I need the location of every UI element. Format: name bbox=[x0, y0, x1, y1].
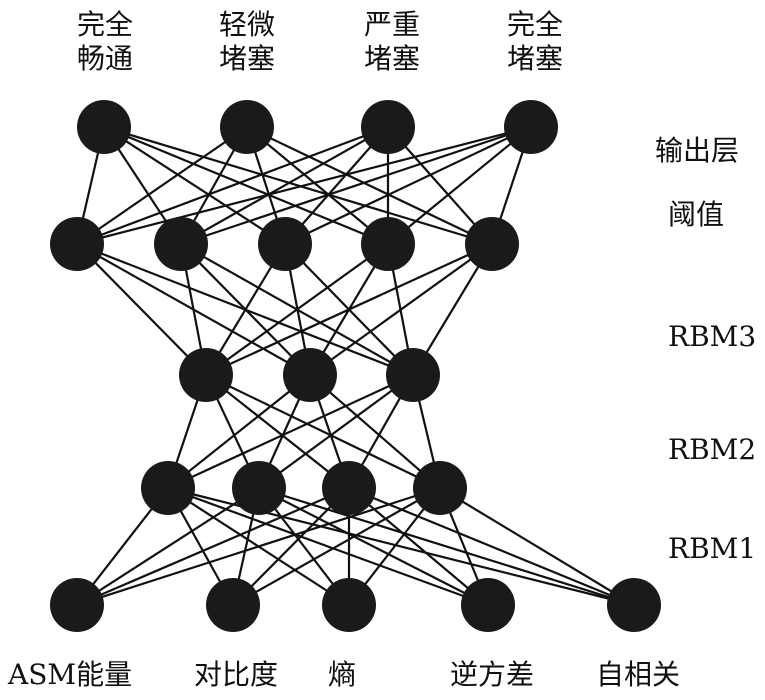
input-label-inverse-variance: 逆方差 bbox=[450, 658, 535, 691]
edge-threshold-5-to-rbm3-2 bbox=[309, 243, 493, 376]
output-label-3-line2: 堵塞 bbox=[363, 42, 420, 75]
output-node-4 bbox=[504, 100, 558, 154]
rbm3-node-2 bbox=[283, 348, 337, 402]
edge-output-2-to-threshold-4 bbox=[246, 126, 389, 245]
output-label-4-line1: 完全 bbox=[506, 8, 563, 41]
output-label-3-line1: 严重 bbox=[363, 8, 420, 41]
rbm2-node-2 bbox=[232, 461, 286, 515]
edge-rbm2-1-to-input-4 bbox=[167, 486, 489, 607]
rbm3-node-1 bbox=[179, 348, 233, 402]
side-label-threshold: 阈值 bbox=[668, 198, 725, 231]
edge-rbm2-4-to-input-5 bbox=[439, 487, 635, 606]
output-node-2 bbox=[220, 100, 274, 154]
edge-rbm2-2-to-input-4 bbox=[258, 487, 489, 606]
edge-rbm2-2-to-input-1 bbox=[76, 487, 260, 606]
output-label-3: 严重 堵塞 bbox=[342, 8, 442, 76]
edge-output-2-to-threshold-1 bbox=[76, 126, 248, 245]
network-edges bbox=[75, 125, 635, 607]
edge-output-1-to-threshold-4 bbox=[103, 125, 389, 246]
output-label-1-line1: 完全 bbox=[76, 8, 133, 41]
threshold-node-3 bbox=[258, 217, 312, 271]
input-label-entropy: 熵 bbox=[328, 658, 357, 691]
edge-rbm2-3-to-input-5 bbox=[348, 486, 635, 607]
edge-rbm3-1-to-rbm2-3 bbox=[205, 374, 350, 489]
edge-rbm3-2-to-rbm2-1 bbox=[167, 374, 311, 489]
side-label-rbm3: RBM3 bbox=[668, 320, 757, 353]
edge-output-1-to-threshold-5 bbox=[103, 125, 493, 246]
rbm2-node-1 bbox=[141, 461, 195, 515]
edge-output-3-to-threshold-2 bbox=[180, 126, 389, 245]
edge-threshold-5-to-rbm3-1 bbox=[205, 242, 493, 377]
input-label-contrast: 对比度 bbox=[194, 658, 279, 691]
edge-rbm3-1-to-rbm2-4 bbox=[205, 374, 441, 489]
input-label-autocorrelation: 自相关 bbox=[596, 658, 681, 691]
input-node-3 bbox=[322, 578, 376, 632]
rbm2-node-3 bbox=[322, 461, 376, 515]
edge-output-1-to-threshold-3 bbox=[103, 126, 286, 245]
edge-rbm3-3-to-rbm2-2 bbox=[258, 374, 414, 489]
side-label-output-layer: 输出层 bbox=[655, 134, 740, 167]
output-label-2: 轻微 堵塞 bbox=[197, 8, 297, 76]
edge-rbm2-4-to-input-2 bbox=[232, 487, 441, 606]
edge-rbm2-2-to-input-5 bbox=[258, 486, 635, 607]
edge-threshold-1-to-rbm3-1 bbox=[76, 243, 207, 376]
output-label-2-line1: 轻微 bbox=[218, 8, 275, 41]
edge-output-4-to-threshold-4 bbox=[387, 126, 532, 245]
edge-threshold-4-to-rbm3-1 bbox=[205, 243, 389, 376]
output-node-3 bbox=[361, 100, 415, 154]
input-node-2 bbox=[206, 578, 260, 632]
side-label-rbm1: RBM1 bbox=[668, 532, 757, 565]
edge-rbm3-3-to-rbm2-1 bbox=[167, 374, 414, 489]
threshold-node-5 bbox=[465, 217, 519, 271]
input-node-4 bbox=[461, 578, 515, 632]
rbm3-node-3 bbox=[386, 348, 440, 402]
edge-rbm2-3-to-input-4 bbox=[348, 487, 489, 606]
threshold-node-1 bbox=[50, 217, 104, 271]
edge-output-2-to-threshold-5 bbox=[246, 126, 493, 245]
network-nodes bbox=[50, 100, 661, 632]
edge-output-4-to-threshold-1 bbox=[76, 125, 532, 246]
edge-output-4-to-threshold-3 bbox=[284, 126, 532, 245]
input-node-5 bbox=[607, 578, 661, 632]
input-label-asm: ASM能量 bbox=[8, 658, 133, 691]
output-node-1 bbox=[77, 100, 131, 154]
rbm2-node-4 bbox=[413, 461, 467, 515]
output-label-1: 完全 畅通 bbox=[55, 8, 155, 76]
edge-rbm2-3-to-input-2 bbox=[232, 487, 350, 606]
output-label-1-line2: 畅通 bbox=[76, 42, 133, 75]
edge-output-3-to-threshold-1 bbox=[76, 125, 389, 246]
side-label-rbm2: RBM2 bbox=[668, 433, 757, 466]
output-label-4-line2: 堵塞 bbox=[506, 42, 563, 75]
threshold-node-4 bbox=[361, 217, 415, 271]
edge-output-4-to-threshold-2 bbox=[180, 125, 532, 246]
edge-rbm3-2-to-rbm2-4 bbox=[309, 374, 441, 489]
output-label-2-line2: 堵塞 bbox=[218, 42, 275, 75]
edge-rbm2-3-to-input-1 bbox=[76, 486, 350, 607]
edge-rbm2-4-to-input-1 bbox=[76, 486, 441, 607]
output-label-4: 完全 堵塞 bbox=[485, 8, 585, 76]
threshold-node-2 bbox=[154, 217, 208, 271]
input-node-1 bbox=[50, 578, 104, 632]
